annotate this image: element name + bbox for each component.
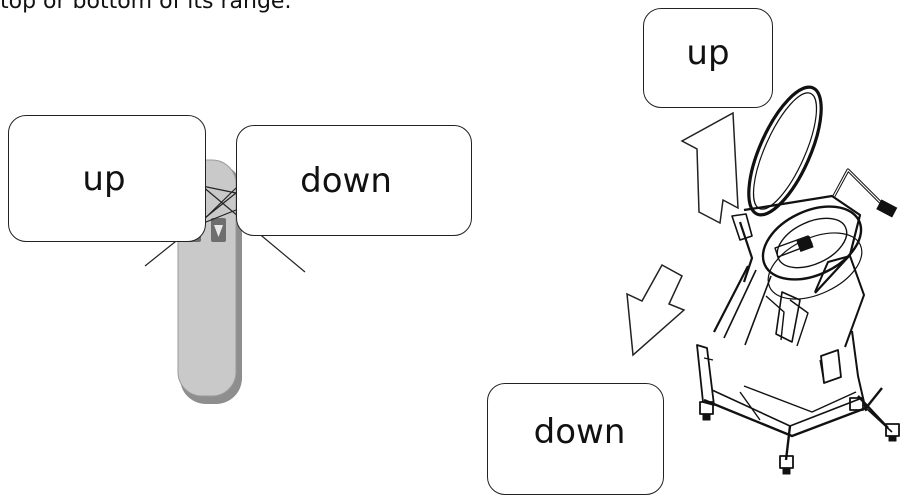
down-button[interactable] bbox=[211, 218, 226, 242]
remote-up-callout: up bbox=[8, 115, 206, 242]
remote-up-label: up bbox=[82, 158, 126, 199]
lift-up-callout: up bbox=[643, 8, 773, 108]
lift-down-arrow-icon bbox=[626, 263, 686, 357]
patient-lift-illustration bbox=[696, 85, 900, 475]
lift-up-arrow-icon bbox=[680, 111, 739, 225]
remote-down-label: down bbox=[300, 160, 392, 201]
lift-down-callout: down bbox=[487, 383, 664, 495]
down-arrow-icon bbox=[214, 225, 223, 237]
caption-text: top or bottom of its range. bbox=[0, 0, 292, 14]
lift-down-label: down bbox=[533, 412, 626, 452]
remote-down-callout: down bbox=[236, 125, 472, 236]
lift-up-label: up bbox=[686, 33, 730, 73]
